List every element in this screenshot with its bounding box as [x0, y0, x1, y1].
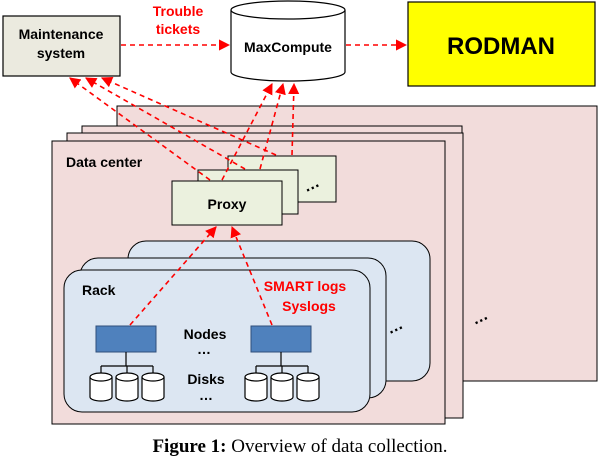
data-collection-diagram: Data center … Proxy … Rack …: [2, 0, 598, 425]
nodes-ellipsis: …: [197, 341, 211, 357]
proxy-box: [171, 180, 283, 226]
datacenter-ellipsis-outer: …: [469, 306, 491, 328]
figure-caption: Figure 1: Overview of data collection.: [0, 436, 600, 458]
arrow-proxy-back2-to-maintenance: [100, 76, 277, 156]
arrow-node-left-to-proxy: [129, 226, 217, 326]
proxy-ellipsis: …: [300, 174, 322, 196]
disk-left-1: [89, 372, 113, 402]
node-server-left: [95, 325, 157, 353]
nodes-label: Nodes: [184, 326, 227, 342]
disk-right-3: [296, 372, 320, 402]
datacenter-label: Data center: [66, 154, 143, 170]
maintenance-system-label-line2: system: [37, 45, 85, 61]
maxcompute-database-icon: [230, 0, 346, 82]
disk-left-3: [141, 372, 165, 402]
node-server-right: [250, 325, 312, 353]
node-tree-left: [100, 352, 154, 374]
trouble-tickets-label-line1: Trouble: [153, 3, 204, 19]
figure-caption-prefix: Figure 1:: [152, 436, 227, 457]
rodman-box: [407, 1, 596, 87]
arrow-proxy-back2-to-maxcompute: [288, 82, 300, 156]
disks-ellipsis: …: [199, 387, 213, 403]
proxy-label: Proxy: [208, 196, 247, 212]
disks-label: Disks: [187, 371, 225, 387]
figure-caption-text: Overview of data collection.: [226, 436, 448, 457]
smart-logs-label: SMART logs: [264, 278, 347, 294]
disk-right-2: [270, 372, 294, 402]
arrow-proxy-back1-to-maxcompute: [259, 82, 286, 170]
rack-ellipsis: …: [384, 316, 406, 338]
trouble-tickets-label-line2: tickets: [156, 21, 201, 37]
maintenance-system-label-line1: Maintenance: [19, 26, 104, 42]
syslogs-label: Syslogs: [282, 298, 336, 314]
disk-right-1: [244, 372, 268, 402]
rack-label: Rack: [82, 282, 116, 298]
maintenance-system-box: [2, 15, 121, 77]
rodman-label: RODMAN: [447, 33, 555, 60]
arrow-proxy-back1-to-maintenance: [85, 77, 246, 170]
arrow-proxy-to-maintenance: [69, 77, 211, 181]
arrow-proxy-to-maxcompute: [221, 83, 273, 181]
maxcompute-label: MaxCompute: [244, 39, 332, 55]
disk-left-2: [115, 372, 139, 402]
